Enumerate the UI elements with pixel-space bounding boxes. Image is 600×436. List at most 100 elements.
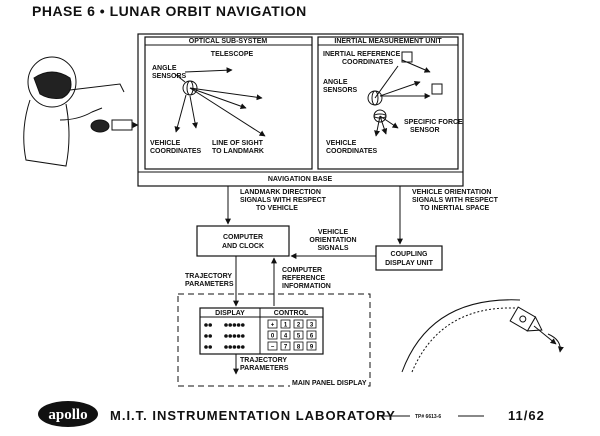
display-digit <box>228 323 232 327</box>
keypad-key-label: 8 <box>297 345 301 351</box>
keypad-key-label: + <box>271 323 275 329</box>
display-digit <box>204 323 208 327</box>
display-digit <box>208 345 212 349</box>
optical-subsystem-box <box>144 36 313 170</box>
coupling-display-unit-box <box>375 245 443 271</box>
keypad-key <box>293 319 304 329</box>
coupling-label: COUPLING <box>391 251 429 258</box>
trajectory-parameters-label-lower: TRAJECTORY <box>240 357 287 364</box>
display-digit <box>241 345 245 349</box>
keypad-key <box>267 341 278 351</box>
svg-text:COORDINATES: COORDINATES <box>326 148 378 155</box>
institution-name: M.I.T. INSTRUMENTATION LABORATORY <box>110 408 396 423</box>
display-digit <box>241 334 245 338</box>
keypad-key-label: 7 <box>284 345 288 351</box>
computer-label: COMPUTER <box>223 234 263 241</box>
line-of-sight-label: LINE OF SIGHT <box>212 140 264 147</box>
display-label: DISPLAY <box>215 310 245 317</box>
svg-text:REFERENCE: REFERENCE <box>282 275 326 282</box>
optical-subsystem-title: OPTICAL SUB-SYSTEM <box>189 38 268 45</box>
display-digit <box>232 345 237 349</box>
display-digit <box>224 345 228 349</box>
svg-text:TO VEHICLE: TO VEHICLE <box>256 205 298 212</box>
vehicle-coordinates-label-optical: VEHICLE <box>150 140 181 147</box>
keypad-key-label: 2 <box>297 323 301 329</box>
keypad-key-label: 9 <box>310 345 314 351</box>
keypad-key <box>280 319 291 329</box>
keypad-key-label: 3 <box>310 323 314 329</box>
control-label: CONTROL <box>274 310 309 317</box>
svg-text:TO LANDMARK: TO LANDMARK <box>212 148 264 155</box>
imu-gimbal <box>367 51 443 137</box>
display-digit <box>204 334 208 338</box>
svg-text:ORIENTATION: ORIENTATION <box>309 237 356 244</box>
tp-number: TP# 6613-6 <box>415 414 441 420</box>
vehicle-orientation-inertial-label: VEHICLE ORIENTATION <box>412 189 491 196</box>
vehicle-orientation-signals-label: VEHICLE <box>318 229 349 236</box>
display-digit <box>236 345 241 349</box>
display-digit <box>232 323 237 327</box>
keypad-key <box>293 341 304 351</box>
landmark-signals-label: LANDMARK DIRECTION <box>240 189 321 196</box>
main-panel-display-frame <box>177 293 371 387</box>
page-title: PHASE 6 • LUNAR ORBIT NAVIGATION <box>32 3 307 19</box>
inertial-measurement-unit-box <box>317 36 459 170</box>
inertial-reference-label: INERTIAL REFERENCE <box>323 51 401 58</box>
telescope-label: TELESCOPE <box>211 51 254 58</box>
svg-text:TO INERTIAL SPACE: TO INERTIAL SPACE <box>420 205 490 212</box>
display-readouts <box>204 323 245 349</box>
display-digit <box>224 323 228 327</box>
svg-text:DISPLAY UNIT: DISPLAY UNIT <box>385 260 434 267</box>
display-digit <box>228 345 232 349</box>
keypad-key <box>306 330 317 340</box>
keypad-key <box>280 330 291 340</box>
svg-text:SENSORS: SENSORS <box>323 87 358 94</box>
display-digit <box>236 323 241 327</box>
keypad-key-label: 0 <box>271 334 275 340</box>
svg-text:AND CLOCK: AND CLOCK <box>222 243 264 250</box>
display-digit <box>204 345 208 349</box>
angle-sensors-label-imu: ANGLE <box>323 79 348 86</box>
svg-text:INFORMATION: INFORMATION <box>282 283 331 290</box>
computer-reference-label: COMPUTER <box>282 267 322 274</box>
svg-text:SIGNALS WITH RESPECT: SIGNALS WITH RESPECT <box>412 197 499 204</box>
lunar-orbit-illustration <box>401 299 564 373</box>
svg-text:COORDINATES: COORDINATES <box>342 59 394 66</box>
keypad-key <box>267 319 278 329</box>
keypad-key-label: 4 <box>284 334 288 340</box>
svg-text:SIGNALS WITH RESPECT: SIGNALS WITH RESPECT <box>240 197 327 204</box>
page-number: 11/62 <box>508 408 545 423</box>
keypad-key <box>306 341 317 351</box>
apollo-logo <box>38 401 98 427</box>
svg-text:PARAMETERS: PARAMETERS <box>185 281 234 288</box>
keypad-key-label: 1 <box>284 323 288 329</box>
keypad-key-label: − <box>271 345 275 351</box>
navigation-base-label: NAVIGATION BASE <box>268 176 333 183</box>
keypad-key <box>293 330 304 340</box>
keypad-key <box>280 341 291 351</box>
svg-text:PARAMETERS: PARAMETERS <box>240 365 289 372</box>
main-panel-display-label: MAIN PANEL DISPLAY <box>292 380 367 387</box>
display-digit <box>241 323 245 327</box>
display-digit <box>224 334 228 338</box>
svg-text:SIGNALS: SIGNALS <box>317 245 348 252</box>
angle-sensors-label-optical: ANGLE <box>152 65 177 72</box>
display-digit <box>208 334 212 338</box>
astronaut-illustration <box>23 56 139 167</box>
keypad-key <box>267 330 278 340</box>
telescope-gimbal <box>174 67 266 137</box>
svg-text:COORDINATES: COORDINATES <box>150 148 202 155</box>
display-digit <box>236 334 241 338</box>
keypad-key-label: 5 <box>297 334 301 340</box>
vehicle-coordinates-label-imu: VEHICLE <box>326 140 357 147</box>
svg-text:SENSOR: SENSOR <box>410 127 440 134</box>
display-digit <box>228 334 232 338</box>
display-digit <box>232 334 237 338</box>
imu-title: INERTIAL MEASUREMENT UNIT <box>334 38 442 45</box>
apollo-logo-text: apollo <box>48 407 87 423</box>
keypad-key <box>306 319 317 329</box>
trajectory-parameters-label-upper: TRAJECTORY <box>185 273 232 280</box>
display-digit <box>208 323 212 327</box>
